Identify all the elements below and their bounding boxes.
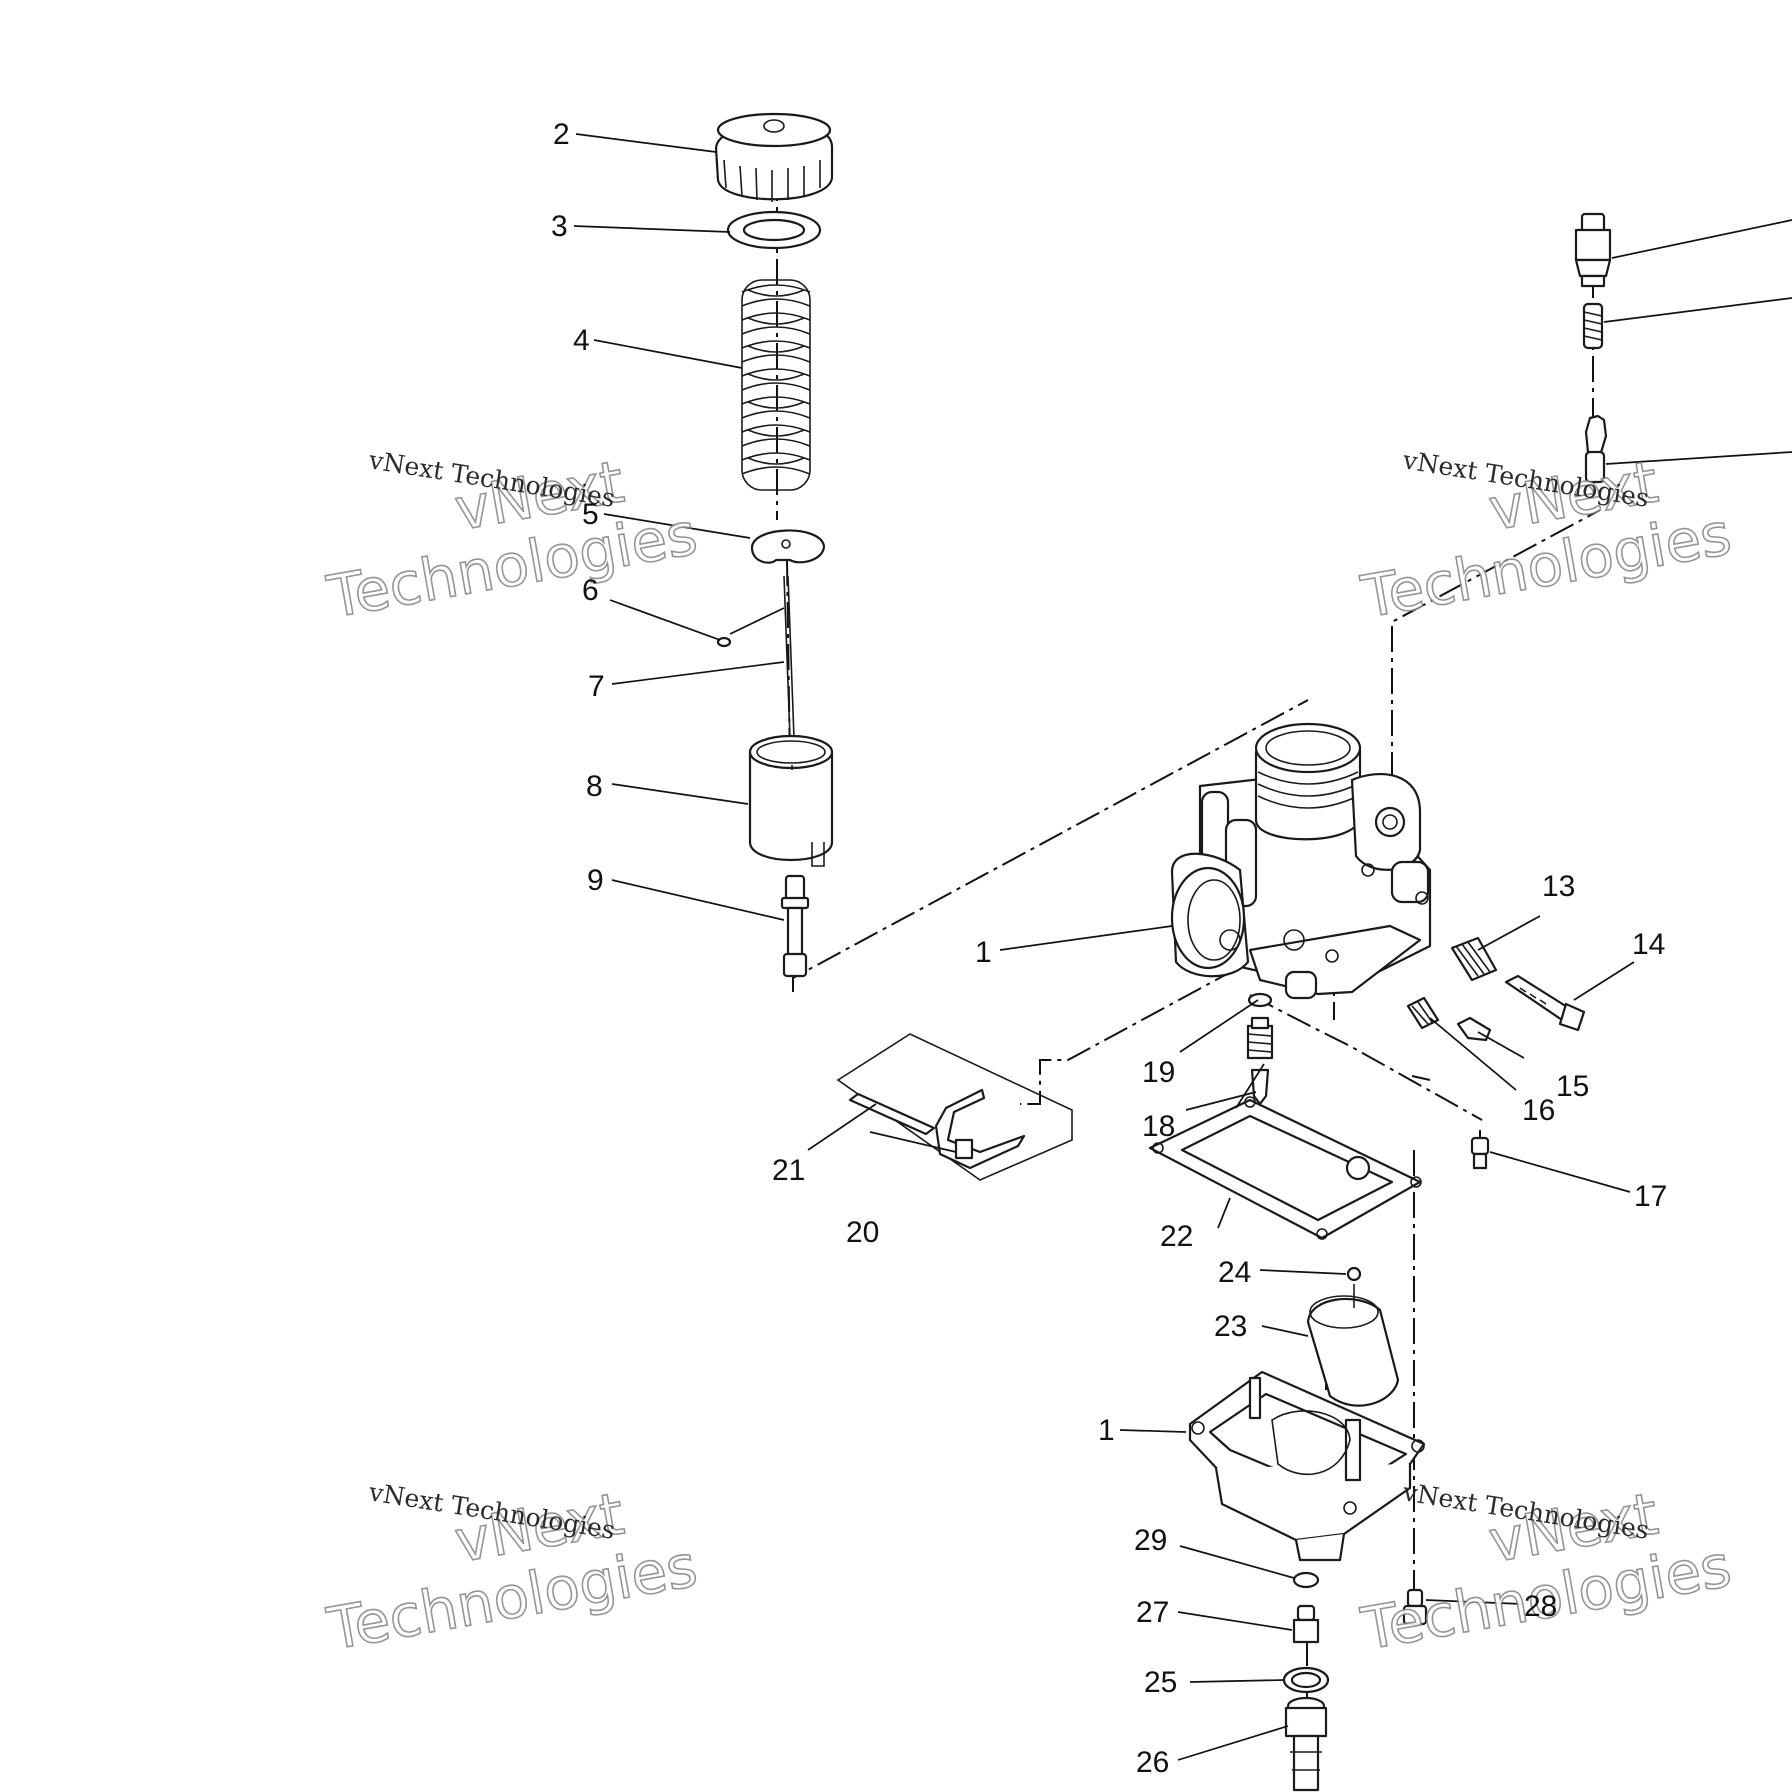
callout-6: 6 xyxy=(582,574,599,607)
float-bowl-part xyxy=(1188,1370,1426,1562)
drain-fitting-part xyxy=(1284,1696,1328,1792)
callout-29: 29 xyxy=(1134,1524,1167,1557)
callout-3: 3 xyxy=(551,210,568,243)
callout-22: 22 xyxy=(1160,1220,1193,1253)
callout-15: 15 xyxy=(1556,1070,1589,1103)
throttle-stop-spring-part xyxy=(1450,936,1498,982)
drain-plug-part xyxy=(1292,1604,1320,1644)
callout-17: 17 xyxy=(1634,1180,1667,1213)
bowl-screw-part xyxy=(1402,1588,1428,1626)
callout-23: 23 xyxy=(1214,1310,1247,1343)
callout-7: 7 xyxy=(588,670,605,703)
callout-20: 20 xyxy=(846,1216,879,1249)
callout-25: 25 xyxy=(1144,1666,1177,1699)
leader-lines xyxy=(573,133,1792,1761)
callout-16: 16 xyxy=(1522,1094,1555,1127)
carburetor-body-part xyxy=(1170,722,1432,1000)
washer-part xyxy=(726,210,822,250)
small-screw-part xyxy=(1470,1136,1490,1170)
callout-26: 26 xyxy=(1136,1746,1169,1779)
callout-27: 27 xyxy=(1136,1596,1169,1629)
callout-5: 5 xyxy=(582,498,599,531)
callout-14: 14 xyxy=(1632,928,1665,961)
pilot-valve-part xyxy=(1584,414,1608,484)
float-part xyxy=(1306,1284,1400,1407)
callout-19: 19 xyxy=(1142,1056,1175,1089)
callout-labels: 2 3 4 5 6 7 8 9 1 13 14 15 16 17 18 19 2… xyxy=(551,118,1667,1779)
float-gauge-part xyxy=(836,1033,1073,1181)
pilot-spring-part xyxy=(1582,302,1604,350)
callout-1-body: 1 xyxy=(975,936,992,969)
callout-9: 9 xyxy=(587,864,604,897)
pilot-fitting-part xyxy=(1574,212,1612,288)
jet-needle-part xyxy=(783,575,795,739)
callout-13: 13 xyxy=(1542,870,1575,903)
watermark: vNext Technologies xyxy=(321,1479,702,1665)
float-pin-part xyxy=(1346,1266,1362,1282)
needle-jet-part xyxy=(780,874,810,978)
clip-plate-part xyxy=(750,529,826,564)
drain-washer-part xyxy=(1292,1571,1320,1589)
float-valve-seat-part xyxy=(1246,1016,1274,1060)
air-screw-spring-part xyxy=(1406,996,1440,1030)
callout-1-bowl: 1 xyxy=(1098,1414,1115,1447)
callout-28: 28 xyxy=(1524,1590,1557,1623)
callout-2: 2 xyxy=(553,118,570,151)
callout-4: 4 xyxy=(573,324,590,357)
drain-oring-part xyxy=(1282,1666,1330,1694)
callout-8: 8 xyxy=(586,770,603,803)
spring-part xyxy=(741,279,811,491)
cap-part xyxy=(714,112,834,202)
throttle-stop-screw-part xyxy=(1504,974,1586,1032)
callout-24: 24 xyxy=(1218,1256,1251,1289)
bowl-gasket-part xyxy=(1148,1096,1422,1240)
throttle-slide-part xyxy=(748,734,834,867)
callout-18: 18 xyxy=(1142,1110,1175,1143)
callout-21: 21 xyxy=(772,1154,805,1187)
float-needle-part xyxy=(1250,1068,1270,1106)
e-clip-part xyxy=(716,636,732,648)
